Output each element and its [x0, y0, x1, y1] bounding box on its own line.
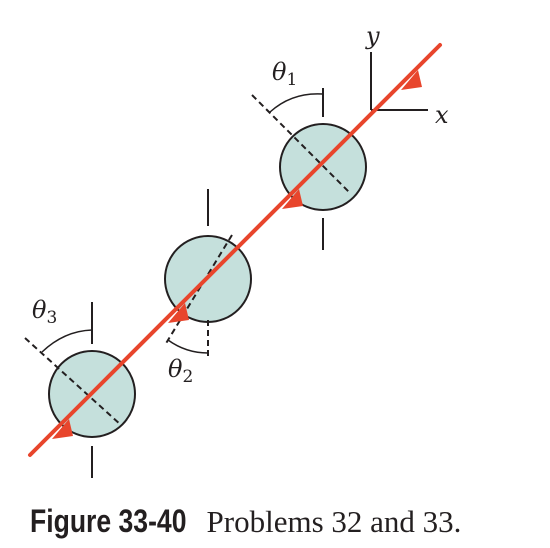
polarizing-sheet-1: [251, 88, 367, 250]
angle-arc: [167, 339, 209, 354]
polarizing-sheet-3: [24, 302, 136, 478]
caption-label: Figure 33-40: [30, 503, 187, 539]
theta-symbol: θ: [272, 58, 287, 86]
theta-subscript: 2: [182, 367, 193, 387]
theta-subscript: 1: [286, 70, 297, 90]
theta-symbol: θ: [32, 296, 47, 324]
y-axis-label: y: [365, 22, 380, 50]
theta-2-label: θ2: [168, 355, 193, 387]
polarizing-direction-line: [164, 234, 233, 346]
ray-arrow-icon: [401, 70, 422, 90]
angle-arc: [269, 93, 324, 113]
caption-text: Problems 32 and 33.: [206, 504, 462, 539]
theta-1-label: θ1: [272, 58, 297, 90]
polarizing-sheet-2: [164, 189, 252, 356]
ray-arrow-icon: [168, 303, 189, 323]
x-axis-label: x: [435, 101, 449, 129]
polarizing-direction-line: [24, 337, 122, 426]
figure-caption: Figure 33-40 Problems 32 and 33.: [30, 503, 461, 540]
theta-subscript: 3: [46, 308, 57, 328]
coordinate-axes: [370, 52, 428, 111]
polarizing-direction-line: [251, 94, 351, 194]
theta-3-label: θ3: [32, 296, 57, 328]
ray-arrow-icon: [282, 189, 303, 209]
ray-line: [28, 43, 442, 457]
angle-arc: [41, 329, 93, 353]
light-ray: [28, 43, 442, 457]
ray-arrow-icon: [52, 419, 73, 439]
theta-symbol: θ: [168, 355, 183, 383]
